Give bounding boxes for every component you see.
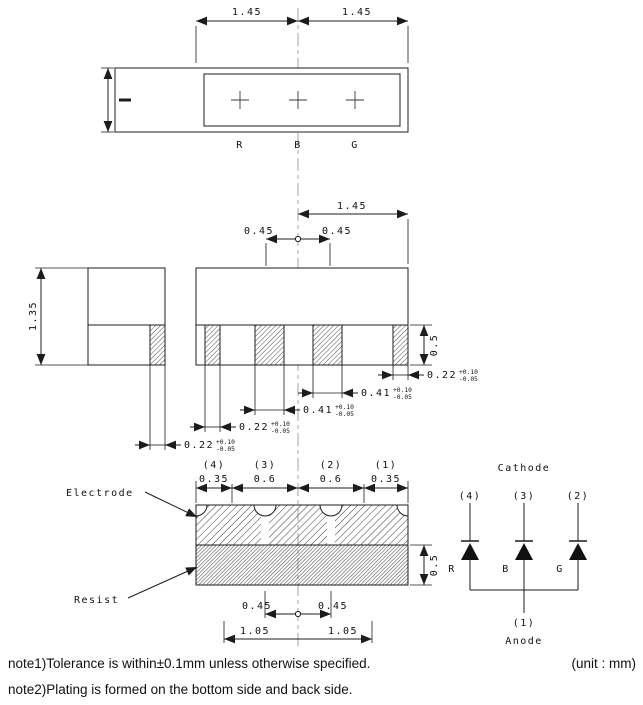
pad-dim-1-tol-plus: +0.10 [459, 369, 478, 376]
body-height-dim: 1.35 [28, 267, 88, 366]
castellation-arc-left [253, 504, 277, 517]
anode-terminal-label: (1) [513, 618, 536, 629]
terminal-width-2: 0.6 [320, 474, 343, 485]
dim-terminal-depth: 0.5 [429, 334, 440, 357]
inner-pitch-dim: 0.45 0.45 [242, 591, 348, 619]
channel-label-r: R [448, 564, 456, 575]
electrode-leader [144, 491, 198, 518]
note-2: note2)Plating is formed on the bottom si… [8, 682, 352, 697]
terminal-width-1: 0.35 [371, 474, 401, 485]
back-view: 1.45 0.45 0.45 1.35 0.5 [28, 201, 478, 453]
pad-dim-4-tol-plus: +0.10 [271, 421, 290, 428]
terminal-width-4: 0.35 [199, 474, 229, 485]
dim-offset-left: 0.45 [244, 226, 274, 237]
terminal-width-dims: (4) (3) (2) (1) 0.35 0.6 0.6 0.35 [195, 460, 409, 503]
dim-offset-right: 0.45 [322, 226, 352, 237]
emitting-area [203, 73, 401, 127]
diode-g [569, 503, 587, 590]
channel-label-b: B [502, 564, 510, 575]
dim-resist-depth: 0.5 [429, 554, 440, 577]
terminal-4-label: (4) [459, 491, 482, 502]
channel-label-g: G [556, 564, 564, 575]
diode-b [515, 503, 533, 590]
diode-r [461, 503, 479, 590]
pad-dim-2-value: 0.41 [361, 388, 391, 399]
outer-pitch-dim: 1.05 1.05 [223, 621, 373, 644]
resist-strip [195, 544, 409, 586]
notes: note1)Tolerance is within±0.1mm unless o… [8, 656, 636, 697]
pad-dim-1-tol-minus: -0.05 [459, 376, 478, 383]
unit-label: (unit : mm) [571, 656, 636, 671]
pad-dim-5-tol-plus: +0.10 [216, 439, 235, 446]
pad-dim-5-tol-minus: -0.05 [216, 446, 235, 453]
circuit-diagram: Cathode (4) (3) (2) R B G (1) Anode [448, 463, 590, 647]
pad-dim-3-value: 0.41 [303, 405, 333, 416]
side-terminal-pad [149, 324, 166, 366]
die-cross-b [289, 91, 307, 109]
pad-dim-4-value: 0.22 [239, 422, 269, 433]
label-g: G [351, 140, 359, 151]
pad-dim-3: 0.41 +0.10 -0.05 [240, 365, 354, 418]
terminal-width-3: 0.6 [254, 474, 277, 485]
electrode-label: Electrode [66, 488, 134, 499]
label-r: R [236, 140, 244, 151]
pad-dim-2: 0.41 +0.10 -0.05 [298, 365, 412, 401]
dim-inner-left: 0.45 [242, 601, 272, 612]
terminal-pad-3 [254, 324, 285, 366]
terminal-pad-4 [204, 324, 221, 366]
pad-dim-2-tol-minus: -0.05 [393, 394, 412, 401]
note-1: note1)Tolerance is within±0.1mm unless o… [8, 656, 370, 671]
terminal-number-4: (4) [203, 460, 226, 471]
terminal-2-label: (2) [567, 491, 590, 502]
dim-outer-right: 1.05 [328, 626, 358, 637]
pad-dim-2-tol-plus: +0.10 [393, 387, 412, 394]
anode-label: Anode [505, 636, 543, 647]
top-view-width-dim: 1.45 1.45 [195, 7, 409, 63]
dim-inner-right: 0.45 [318, 601, 348, 612]
resist-depth-dim: 0.5 [410, 544, 440, 586]
terminal-number-3: (3) [254, 460, 277, 471]
back-view-body [195, 267, 409, 366]
dim-top-half-right: 1.45 [342, 7, 372, 18]
die-cross-r [231, 91, 249, 109]
dim-back-half-width: 1.45 [337, 201, 367, 212]
pad-dim-3-tol-minus: -0.05 [335, 411, 354, 418]
terminal-number-2: (2) [320, 460, 343, 471]
pad-dim-5: 0.22 +0.10 -0.05 [135, 365, 235, 453]
resist-label: Resist [74, 595, 119, 606]
terminal-pad-2 [312, 324, 343, 366]
resist-leader [127, 566, 198, 599]
package-outline [114, 67, 409, 133]
pad-dim-4-tol-minus: -0.05 [271, 428, 290, 435]
cathode-label: Cathode [498, 463, 551, 474]
terminal-number-1: (1) [375, 460, 398, 471]
top-view: 1.45 1.45 R B G [101, 7, 409, 151]
terminal-pad-1 [392, 324, 409, 366]
dim-body-height: 1.35 [28, 301, 39, 331]
pad-dim-1-value: 0.22 [427, 370, 457, 381]
die-cross-g [346, 91, 364, 109]
back-view-width-dim: 1.45 [298, 201, 409, 264]
electrode-strip [196, 505, 408, 545]
pad-offset-dim: 0.45 0.45 [244, 226, 352, 266]
dim-top-half-left: 1.45 [232, 7, 262, 18]
top-view-height-dim [101, 67, 114, 133]
cross-section: (4) (3) (2) (1) 0.35 0.6 0.6 0.35 [66, 460, 440, 644]
pad-dim-4: 0.22 +0.10 -0.05 [190, 365, 290, 435]
castellation-arc-right [319, 504, 343, 517]
terminal-depth-dim: 0.5 [410, 324, 440, 366]
pad-dim-5-value: 0.22 [184, 440, 214, 451]
terminal-3-label: (3) [513, 491, 536, 502]
pad-dim-1: 0.22 +0.10 -0.05 [378, 365, 478, 383]
pad-dim-3-tol-plus: +0.10 [335, 404, 354, 411]
label-b: B [294, 140, 302, 151]
dim-outer-left: 1.05 [240, 626, 270, 637]
